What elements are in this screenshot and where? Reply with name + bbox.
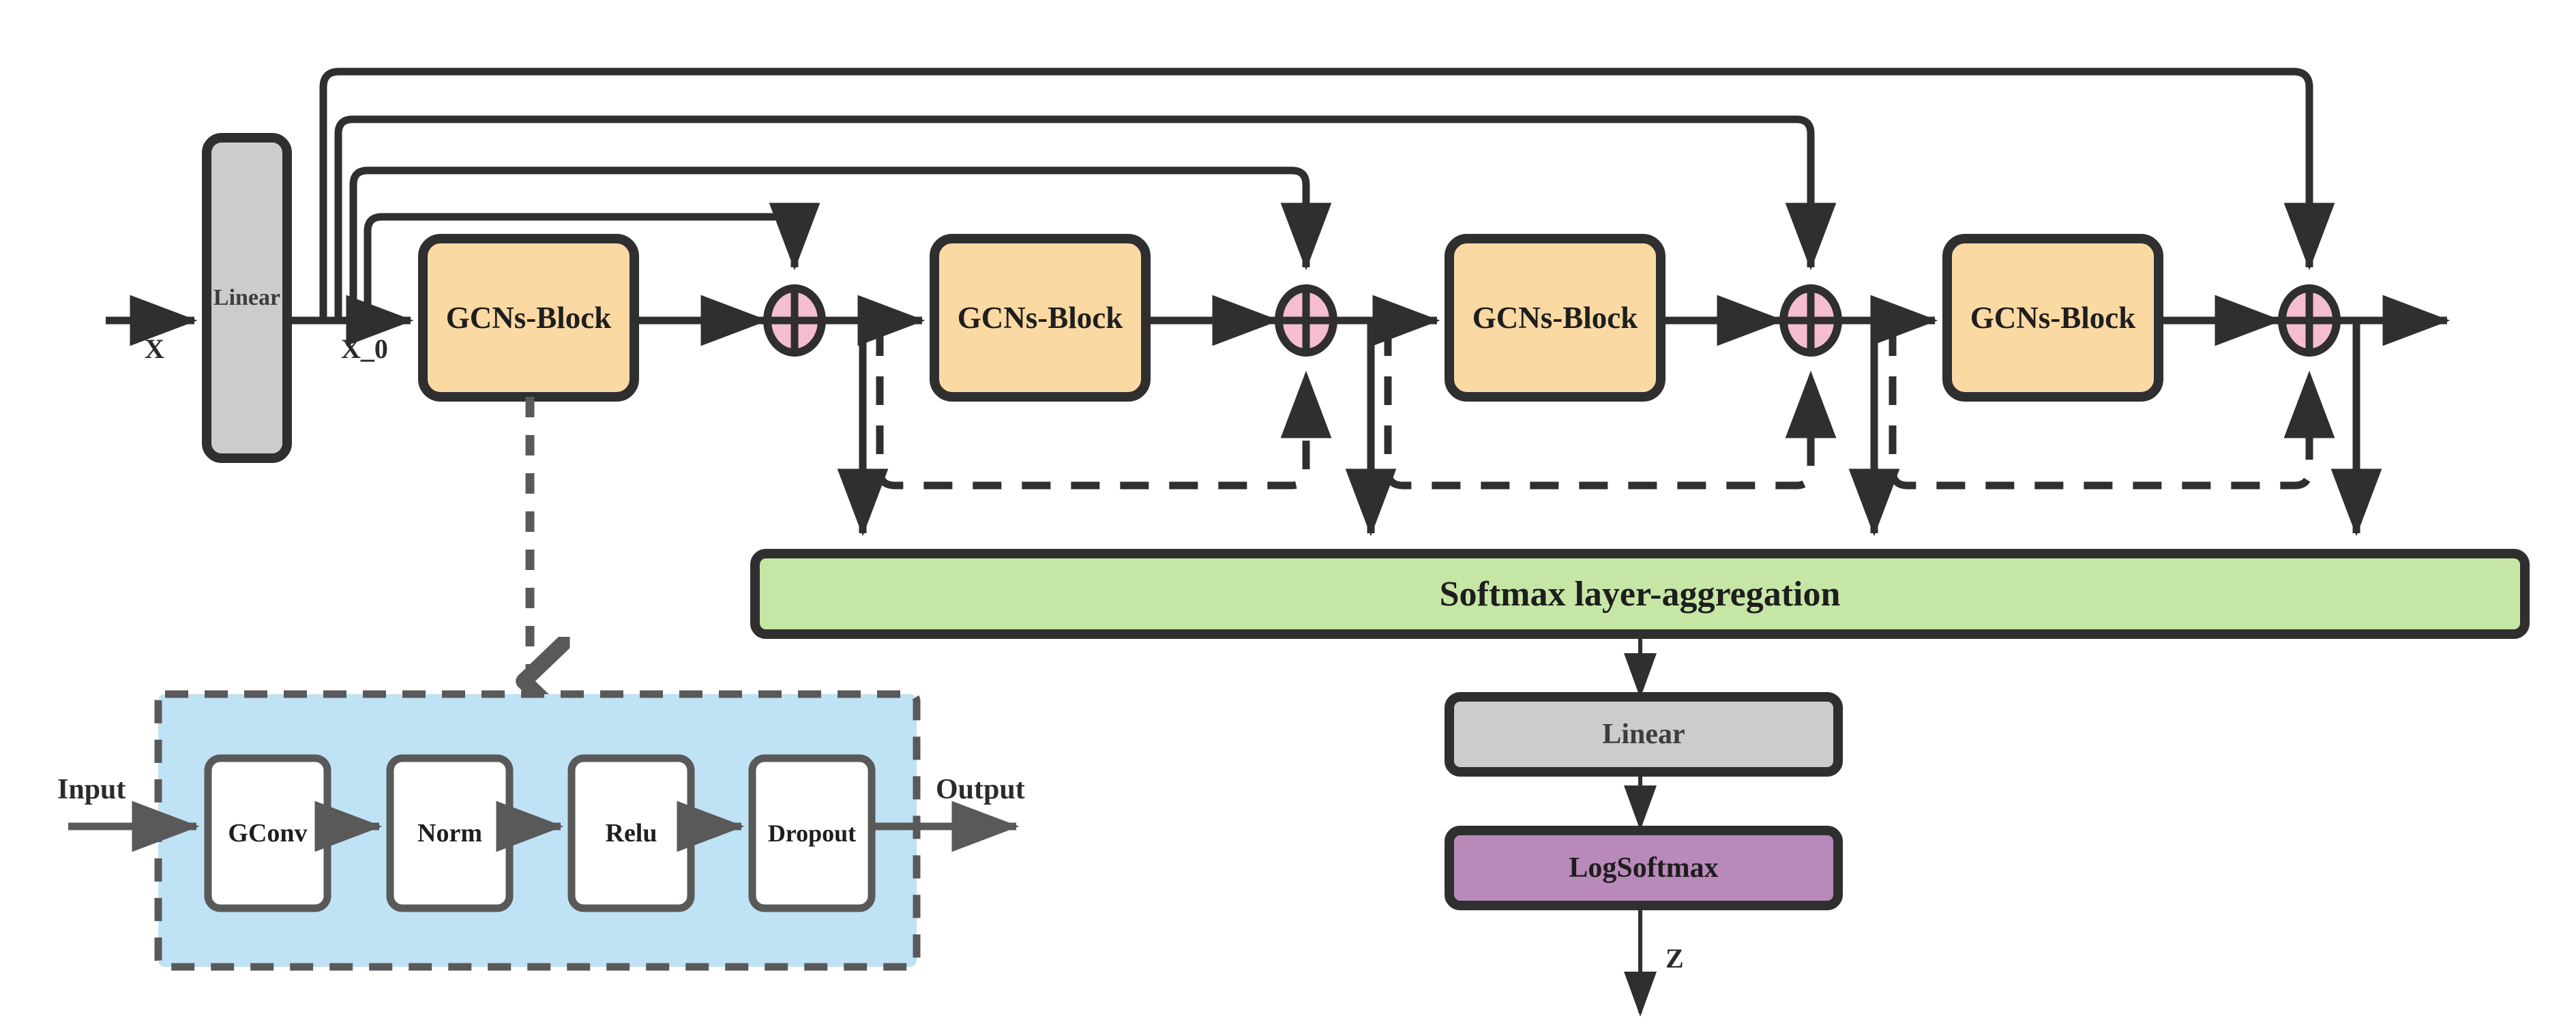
skip-connection-2 (349, 166, 1332, 320)
detail-stage-1-shape (204, 754, 331, 912)
x0-label: X_0 (341, 333, 388, 364)
skip-connection-3 (334, 115, 1837, 320)
dashed-residual-2 (1384, 327, 1837, 490)
logsoftmax-shape (1445, 826, 1843, 910)
gcns-block-4-shape (1942, 234, 2163, 402)
head-linear-shape (1445, 692, 1843, 777)
skip-connection-4 (319, 68, 2335, 320)
dashed-residual-3 (1889, 327, 2335, 490)
gcns-block-3-shape (1445, 234, 1665, 402)
linear-block-shape (202, 133, 292, 463)
input-label: X (145, 333, 164, 364)
gcns-block-1-shape (418, 234, 639, 402)
detail-stage-2-shape (386, 754, 514, 912)
adder-4-shape (2278, 284, 2341, 357)
detail-stage-3-shape (567, 754, 695, 912)
dashed-residual-1 (876, 327, 1332, 490)
skip-connection-1 (364, 203, 820, 320)
detail-input-label: Input (57, 774, 126, 805)
output-z-label: Z (1665, 943, 1684, 974)
adder-1-shape (763, 284, 826, 357)
adder-2-shape (1275, 284, 1337, 357)
gcns-block-2-shape (930, 234, 1151, 402)
adder-3-shape (1779, 284, 1842, 357)
detail-stage-4-shape (748, 754, 876, 912)
aggregation-bar-shape (750, 549, 2530, 639)
detail-output-label: Output (936, 774, 1025, 805)
